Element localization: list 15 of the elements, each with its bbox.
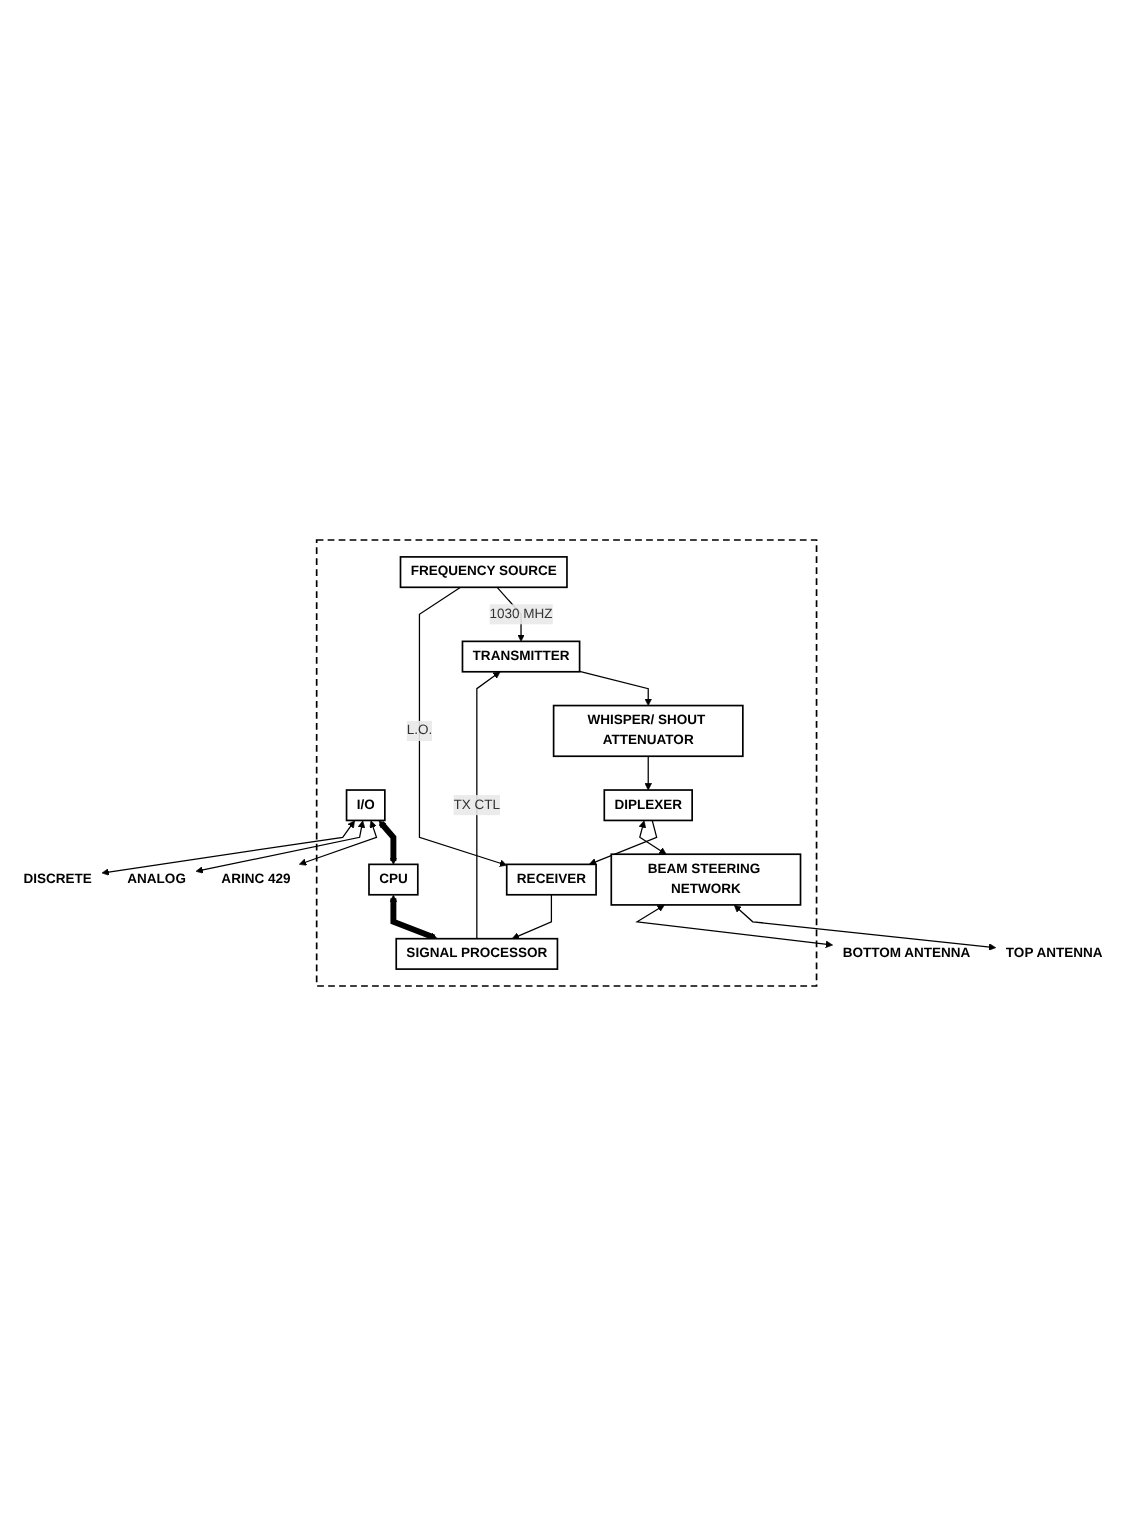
- arrow: [588, 819, 658, 866]
- arrow: [101, 820, 355, 876]
- arrow: [635, 904, 833, 948]
- arrow: [733, 904, 997, 951]
- arrow: [476, 671, 501, 940]
- arrow: [578, 670, 652, 706]
- arrow: [418, 586, 508, 867]
- cluster: [315, 539, 818, 987]
- arrow: [299, 820, 378, 866]
- arrow: [378, 820, 398, 865]
- arrow: [389, 894, 438, 941]
- arrow: [644, 755, 652, 791]
- arrow: [511, 894, 553, 940]
- arrow: [638, 820, 667, 855]
- arrow: [195, 820, 366, 874]
